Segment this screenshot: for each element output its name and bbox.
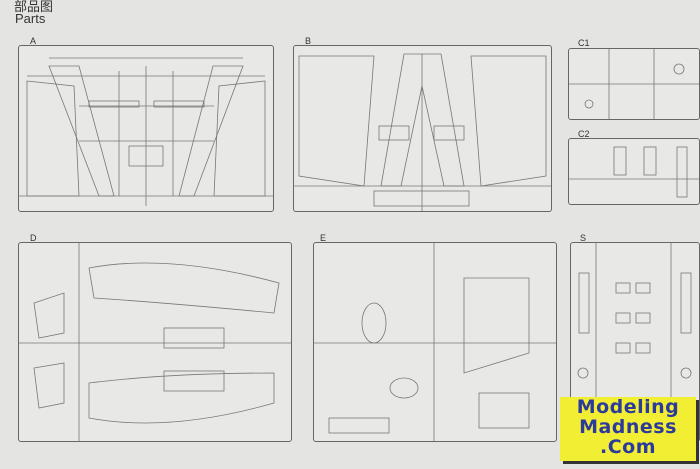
sprue-a [18, 45, 274, 212]
watermark-line-3: .Com [599, 436, 656, 458]
page-title-chinese: 部品图 [14, 0, 54, 14]
sprue-label-s: S [580, 233, 587, 243]
watermark-logo: Modeling Madness .Com [560, 397, 696, 461]
sprue-b [293, 45, 552, 212]
watermark-line-2: Madness [579, 416, 677, 438]
sprue-e [313, 242, 557, 442]
sprue-c2 [568, 138, 700, 205]
sprue-label-c2: C2 [578, 129, 590, 139]
sprue-label-b: B [305, 36, 312, 46]
page-title: Parts [15, 11, 46, 26]
sprue-label-d: D [30, 233, 37, 243]
sprue-label-e: E [320, 233, 327, 243]
sprue-c1 [568, 48, 700, 120]
sprue-label-a: A [30, 36, 37, 46]
watermark-line-1: Modeling [576, 396, 680, 418]
sprue-d [18, 242, 292, 442]
sprue-label-c1: C1 [578, 38, 590, 48]
